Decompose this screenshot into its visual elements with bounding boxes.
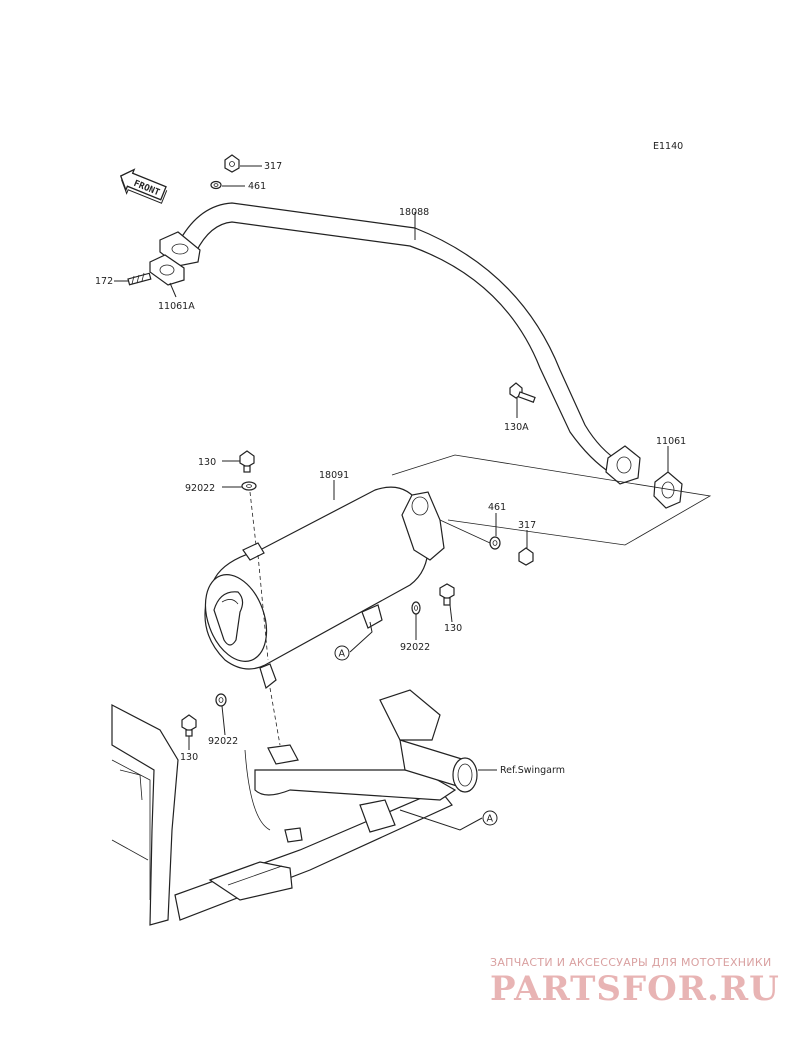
muffler-bottom-bracket: [259, 663, 277, 690]
label-11061: 11061: [656, 436, 686, 447]
washer-92022-top: [241, 481, 257, 491]
bolt-130A: [509, 382, 536, 403]
label-92022-top: 92022: [185, 483, 215, 494]
label-172: 172: [95, 276, 113, 287]
ref-marker-a-2: A: [482, 810, 498, 826]
frame-assembly: [111, 689, 478, 926]
washer-92022-mid: [411, 601, 421, 615]
label-130A: 130A: [504, 422, 529, 433]
gasket-11061: [653, 471, 683, 509]
label-11061A: 11061A: [158, 301, 195, 312]
washer-461-mid: [489, 536, 501, 550]
label-92022-mid: 92022: [400, 642, 430, 653]
label-18091: 18091: [319, 470, 349, 481]
label-ref-swingarm: Ref.Swingarm: [500, 765, 565, 776]
nut-317-top: [224, 154, 240, 173]
label-461-mid: 461: [488, 502, 506, 513]
watermark-brand: PARTSFOR.RU: [490, 969, 780, 1009]
label-317-mid: 317: [518, 520, 536, 531]
nut-317-mid: [518, 547, 534, 566]
front-flange: [159, 231, 201, 267]
label-130-top: 130: [198, 457, 216, 468]
exhaust-pipe-18088: [159, 202, 641, 485]
washer-461-top: [210, 180, 222, 190]
bolt-130-top: [239, 450, 255, 473]
svg-text:A: A: [339, 649, 346, 660]
label-92022-low: 92022: [208, 736, 238, 747]
label-18088: 18088: [399, 207, 429, 218]
diagram-code: E1140: [653, 141, 683, 152]
muffler-18091: [204, 486, 445, 690]
label-130-low: 130: [180, 752, 198, 763]
stud-172: [127, 272, 152, 286]
label-317-top: 317: [264, 161, 282, 172]
ref-marker-a-1: A: [334, 645, 350, 661]
washer-92022-low: [215, 693, 227, 707]
assembly-outline: [391, 454, 712, 546]
leader-lines: [114, 165, 669, 831]
label-461-top: 461: [248, 181, 266, 192]
label-130-mid: 130: [444, 623, 462, 634]
front-arrow-icon: FRONT: [119, 168, 168, 204]
rear-flange: [605, 445, 641, 485]
muffler-side-bracket: [361, 604, 383, 629]
gasket-11061A: [149, 254, 185, 286]
bolt-130-low: [181, 714, 197, 737]
bolt-130-mid: [439, 583, 455, 606]
muffler-top-bracket: [242, 542, 265, 561]
svg-text:A: A: [487, 814, 494, 825]
watermark-tagline: ЗАПЧАСТИ И АКСЕССУАРЫ ДЛЯ МОТОТЕХНИКИ: [490, 956, 772, 969]
